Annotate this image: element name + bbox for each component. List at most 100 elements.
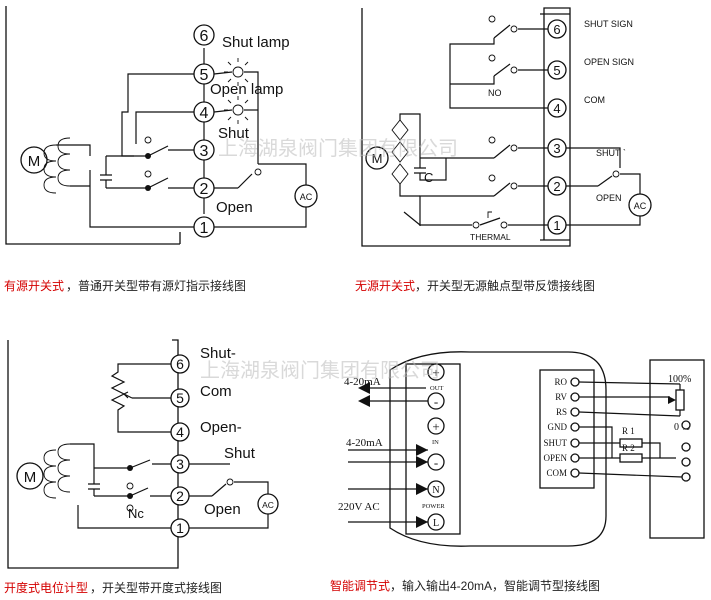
d2-no-label: NO bbox=[488, 88, 502, 98]
d1-open-label: Open bbox=[216, 199, 253, 216]
svg-text:R 2: R 2 bbox=[622, 443, 635, 453]
diagram-1: 6 5 4 3 2 1 Shut lamp Open lamp Shut Ope… bbox=[4, 6, 318, 293]
d2-terminal-3: 3 bbox=[547, 138, 567, 158]
d4-resistor-r1: R 1 bbox=[619, 426, 643, 448]
d1-terminal-4: 4 bbox=[193, 101, 215, 123]
svg-text:L: L bbox=[433, 518, 439, 529]
svg-text:6: 6 bbox=[553, 22, 560, 37]
svg-text:6: 6 bbox=[200, 28, 209, 45]
d2-terminal-5: 5 bbox=[547, 60, 567, 80]
svg-text:3: 3 bbox=[176, 456, 184, 472]
svg-text:4: 4 bbox=[553, 101, 560, 116]
d4-out-plus: + bbox=[427, 363, 445, 381]
d2-frame bbox=[361, 7, 571, 247]
svg-text:3: 3 bbox=[200, 143, 209, 160]
d2-ac-source: AC bbox=[628, 193, 652, 217]
d4-pot-top-label: 100% bbox=[668, 374, 691, 385]
d2-open-sign-label: OPEN SIGN bbox=[584, 57, 634, 67]
d3-terminal-2: 2 bbox=[170, 486, 190, 506]
d1-frame bbox=[5, 6, 181, 245]
d4-out-tag: OUT bbox=[430, 385, 443, 392]
d3-open-dash-label: Open- bbox=[200, 419, 242, 436]
d2-thermal-label: THERMAL bbox=[470, 232, 511, 242]
svg-text:AC: AC bbox=[300, 192, 313, 202]
d1-terminal-2: 2 bbox=[193, 177, 215, 199]
d4-pin-gnd: GND bbox=[548, 422, 580, 432]
d1-shut-label: Shut bbox=[218, 125, 250, 142]
svg-text:1: 1 bbox=[176, 520, 184, 536]
svg-text:M: M bbox=[24, 469, 37, 486]
svg-text:2: 2 bbox=[176, 488, 184, 504]
svg-text:RO: RO bbox=[554, 377, 567, 387]
d2-caption: ，开关型无源触点型带反馈接线图 bbox=[415, 278, 595, 293]
d4-in-tag: IN bbox=[432, 439, 439, 446]
d2-terminal-1: 1 bbox=[547, 215, 567, 235]
d4-pot bbox=[675, 389, 685, 411]
svg-text:R 1: R 1 bbox=[622, 426, 635, 436]
d4-pot-bottom-label: 0 % bbox=[674, 422, 690, 433]
d2-shut-label: SHUT ` bbox=[596, 148, 626, 158]
d2-shut-sign-label: SHUT SIGN bbox=[584, 19, 633, 29]
watermark-bottom: 上海湖泉阀门集团有限公司 bbox=[200, 358, 440, 382]
svg-text:5: 5 bbox=[553, 63, 560, 78]
svg-text:4: 4 bbox=[176, 424, 184, 440]
diagram-3: 6 5 4 3 2 1 Shut- Com Open- Shut Open Nc… bbox=[4, 339, 279, 595]
svg-text:GND: GND bbox=[548, 422, 568, 432]
d4-out-signal-label: 4-20mA bbox=[344, 376, 381, 388]
svg-text:2: 2 bbox=[553, 179, 560, 194]
d3-com-label: Com bbox=[200, 383, 232, 400]
svg-text:M: M bbox=[372, 151, 383, 166]
svg-text:SHUT: SHUT bbox=[543, 438, 567, 448]
d3-terminal-5: 5 bbox=[170, 388, 190, 408]
d4-pin-shut: SHUT bbox=[543, 438, 580, 448]
d3-terminal-4: 4 bbox=[170, 422, 190, 442]
svg-text:COM: COM bbox=[546, 468, 567, 478]
d1-terminal-3: 3 bbox=[193, 139, 215, 161]
svg-text:5: 5 bbox=[176, 390, 184, 406]
d3-caption-red: 开度式电位计型 bbox=[4, 580, 88, 595]
d4-power-n: N bbox=[427, 480, 445, 498]
watermark-top: 上海湖泉阀门集团有限公司 bbox=[218, 136, 458, 160]
d4-in-minus: - bbox=[427, 453, 445, 471]
d1-terminal-6: 6 bbox=[193, 24, 215, 46]
d4-right-strip bbox=[539, 369, 595, 489]
d3-frame bbox=[7, 339, 179, 569]
svg-text:1: 1 bbox=[200, 220, 209, 237]
svg-text:AC: AC bbox=[262, 500, 274, 510]
svg-text:+: + bbox=[432, 365, 439, 380]
d3-caption: ，开关型带开度式接线图 bbox=[90, 580, 222, 595]
svg-text:RS: RS bbox=[556, 407, 567, 417]
d1-shut-lamp-label: Shut lamp bbox=[222, 34, 290, 51]
svg-text:M: M bbox=[28, 153, 41, 170]
svg-text:-: - bbox=[434, 394, 438, 409]
d3-terminal-6: 6 bbox=[170, 354, 190, 374]
d1-motor: M bbox=[20, 137, 91, 194]
svg-text:AC: AC bbox=[634, 201, 647, 211]
d4-power-l: L bbox=[427, 513, 445, 531]
d3-open-label: Open bbox=[204, 501, 241, 518]
d4-caption-red: 智能调节式 bbox=[330, 578, 390, 593]
diagram-4: + OUT - + IN - N POWER L 4-20mA 4-20mA 2… bbox=[330, 351, 705, 593]
d4-power-tag: POWER bbox=[422, 503, 445, 510]
d1-caption: ，普通开关型带有源灯指示接线图 bbox=[66, 278, 246, 293]
svg-text:6: 6 bbox=[176, 356, 184, 372]
svg-text:3: 3 bbox=[553, 141, 560, 156]
svg-text:4: 4 bbox=[200, 105, 209, 122]
d4-in-plus: + bbox=[427, 417, 445, 435]
svg-text:-: - bbox=[434, 455, 438, 470]
d4-external-block bbox=[649, 359, 705, 539]
d4-module bbox=[389, 351, 607, 547]
d1-terminal-1: 1 bbox=[193, 216, 215, 238]
d2-terminal-2: 2 bbox=[547, 176, 567, 196]
d2-terminal-6: 6 bbox=[547, 19, 567, 39]
svg-text:+: + bbox=[432, 419, 439, 434]
d4-resistor-r2: R 2 bbox=[619, 443, 643, 463]
d2-motor: M bbox=[365, 113, 421, 197]
d3-nc-label: Nc bbox=[128, 506, 144, 521]
d4-power-label: 220V AC bbox=[338, 501, 380, 513]
svg-text:N: N bbox=[432, 485, 439, 496]
d4-pin-com: COM bbox=[546, 468, 580, 478]
svg-text:1: 1 bbox=[553, 218, 560, 233]
d4-in-signal-label: 4-20mA bbox=[346, 437, 383, 449]
svg-text:5: 5 bbox=[200, 67, 209, 84]
